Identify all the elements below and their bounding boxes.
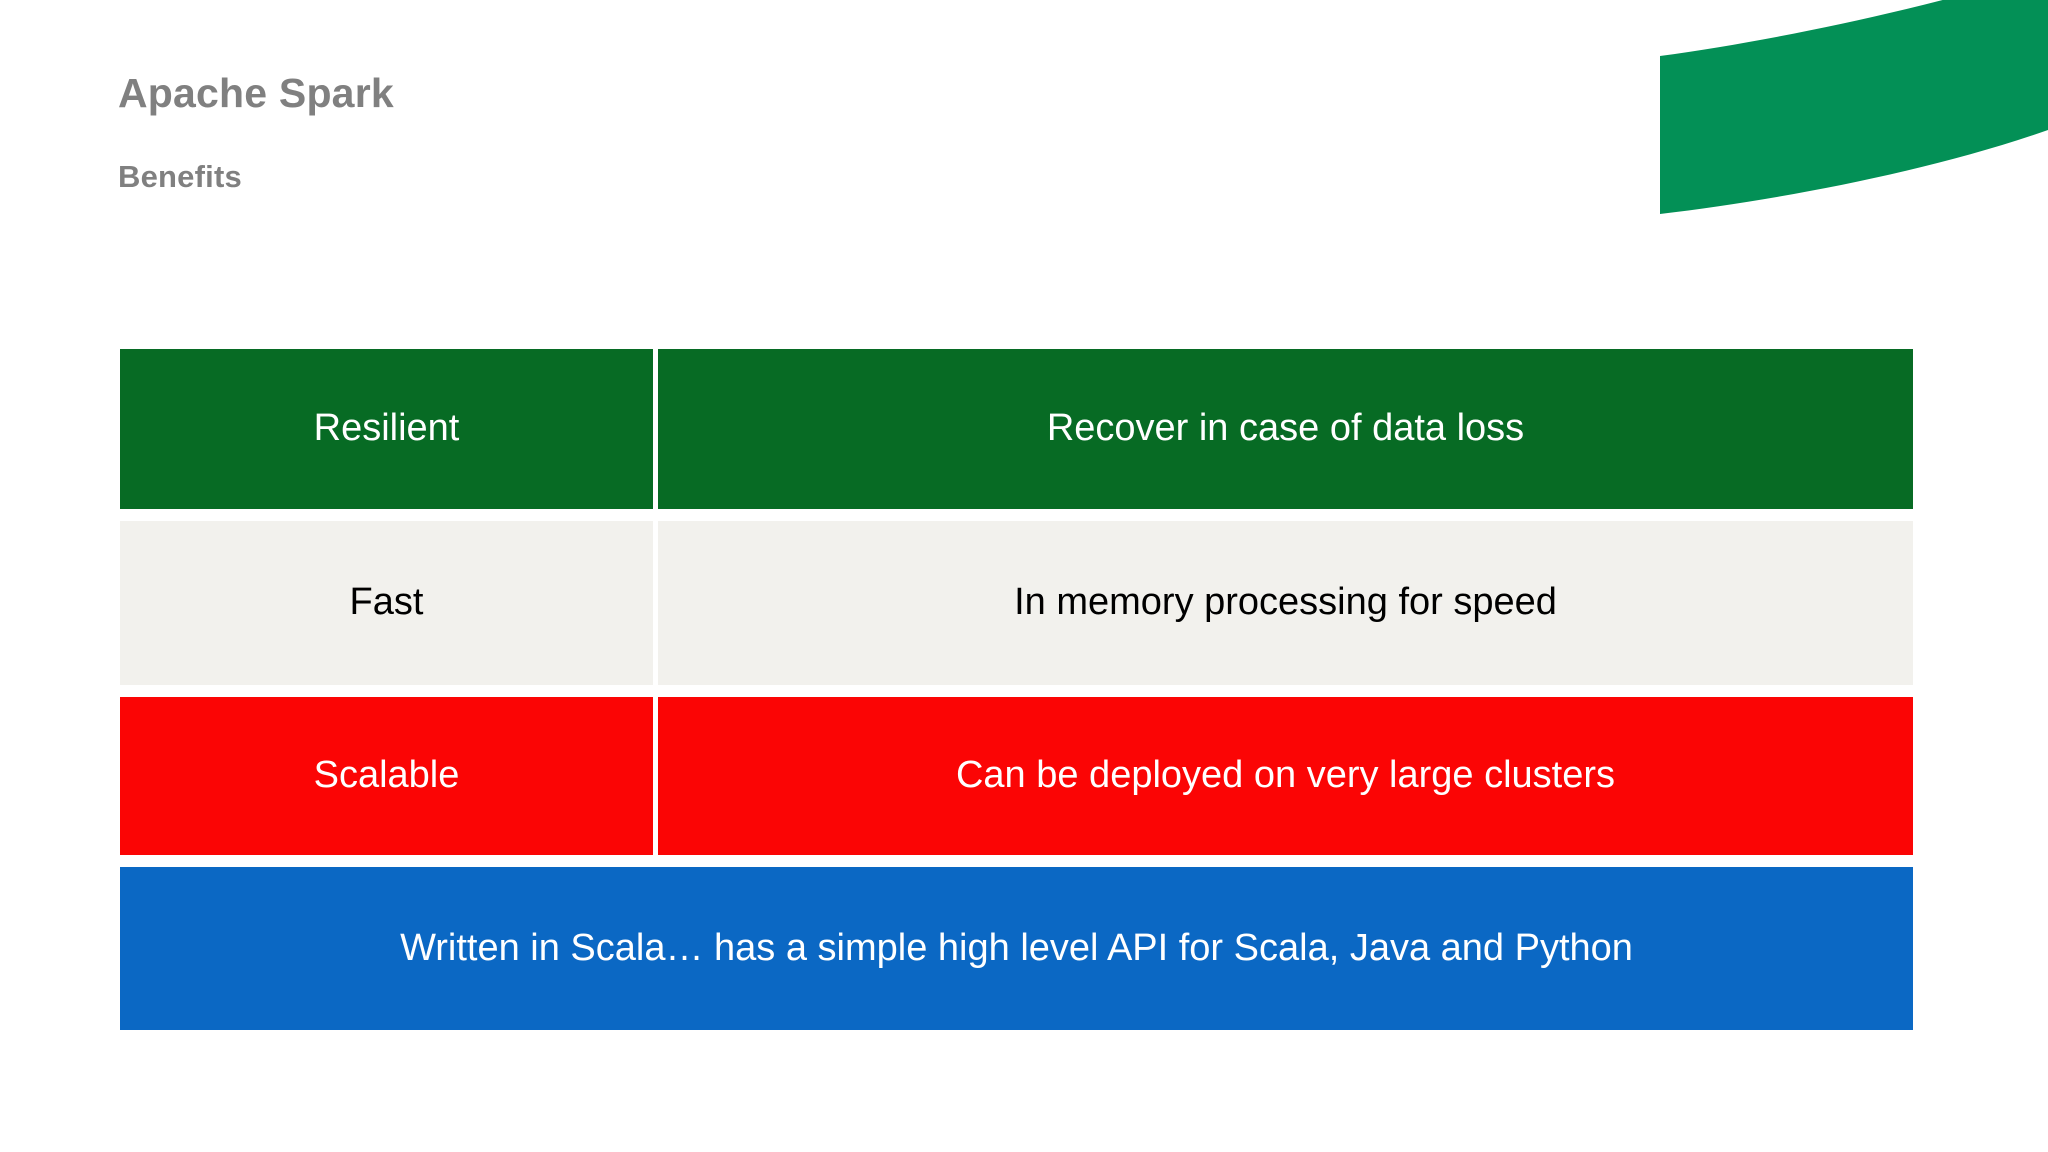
table-row: Fast In memory processing for speed [120,521,1913,685]
table-row: Resilient Recover in case of data loss [120,349,1913,509]
benefit-description-cell: In memory processing for speed [658,521,1913,685]
benefit-label-cell: Resilient [120,349,653,509]
benefit-description-cell: Written in Scala… has a simple high leve… [120,867,1913,1030]
benefits-table: Resilient Recover in case of data loss F… [120,349,1913,1030]
benefit-description-cell: Can be deployed on very large clusters [658,697,1913,855]
green-wave-ribbon-icon [1660,0,2048,214]
benefit-label-cell: Scalable [120,697,653,855]
title-block: Apache Spark Benefits [118,70,1118,195]
table-row: Scalable Can be deployed on very large c… [120,697,1913,855]
table-row: Written in Scala… has a simple high leve… [120,867,1913,1030]
page-title: Apache Spark [118,70,394,116]
benefit-label-cell: Fast [120,521,653,685]
page-subtitle: Benefits [118,159,242,195]
benefit-description-cell: Recover in case of data loss [658,349,1913,509]
